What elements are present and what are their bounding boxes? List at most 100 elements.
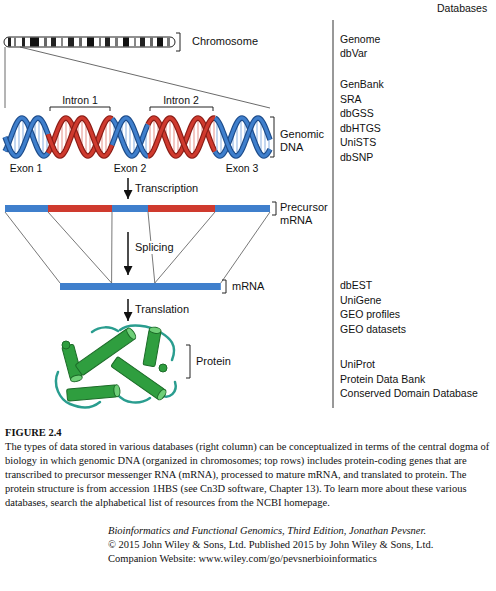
cylinder-body xyxy=(75,328,135,375)
chromosome-band xyxy=(115,38,118,47)
chromosome-band xyxy=(68,38,74,47)
coil xyxy=(92,327,118,332)
chromosome-label-box: Chromosome xyxy=(2,30,262,54)
database-name: UniSTS xyxy=(340,136,376,149)
heme-ball xyxy=(62,341,70,349)
bracket xyxy=(186,345,190,378)
heme-ball xyxy=(159,364,167,372)
strand-outline xyxy=(5,118,48,156)
protein-structure xyxy=(56,326,176,408)
stage-label: Genomic DNA xyxy=(280,128,332,154)
cylinder-body xyxy=(67,385,118,401)
cylinder-body xyxy=(143,329,161,367)
chromosome-drawing xyxy=(4,37,175,47)
exon-segment xyxy=(112,205,148,212)
protein-coil xyxy=(56,326,176,408)
intron-segment xyxy=(148,205,215,212)
cylinder-cap xyxy=(125,327,137,341)
intron-bracket xyxy=(150,107,213,111)
database-name: Conserved Domain Database xyxy=(340,387,478,400)
credit-line: Bioinformatics and Functional Genomics, … xyxy=(108,524,426,538)
strand-outline xyxy=(112,119,148,156)
credit-line: © 2015 John Wiley & Sons, Ltd. Published… xyxy=(108,538,433,552)
stage-label: Protein xyxy=(196,355,231,368)
dna-strand xyxy=(5,118,48,156)
splice-line xyxy=(221,212,270,283)
database-name: GEO datasets xyxy=(340,323,406,336)
splice-lines xyxy=(5,212,270,283)
strand-outline xyxy=(48,118,112,156)
cylinder-cap xyxy=(113,385,120,397)
chromosome-band xyxy=(8,38,11,47)
mrna-bar xyxy=(60,283,221,290)
zoom-line xyxy=(20,47,270,108)
database-name: UniGene xyxy=(340,294,381,307)
database-name: dbHTGS xyxy=(340,122,381,135)
protein-box: Protein xyxy=(45,322,245,414)
precursor-mrna-box: Precursor mRNA xyxy=(2,200,334,230)
bracket xyxy=(270,117,274,157)
splice-line xyxy=(48,212,112,283)
cylinder-body xyxy=(111,356,165,399)
chromosome-band xyxy=(30,38,39,47)
database-name: dbEST xyxy=(340,279,372,292)
bracket xyxy=(222,280,226,293)
strand-outline xyxy=(5,118,48,156)
dna-strand xyxy=(5,118,48,156)
database-name: Genome xyxy=(340,33,380,46)
zoom-line xyxy=(5,47,6,108)
chromosome-band xyxy=(134,38,136,47)
caption-text: The types of data stored in various data… xyxy=(5,441,489,508)
genomic-dna-box: Genomic DNA xyxy=(2,110,334,176)
exon-label: Exon 2 xyxy=(114,162,147,175)
database-name: dbSNP xyxy=(340,151,373,164)
chromosome-band xyxy=(51,38,56,47)
database-name: GenBank xyxy=(340,78,384,91)
chromosome-band xyxy=(87,38,94,47)
process-arrow xyxy=(127,178,129,199)
column-divider xyxy=(333,20,334,408)
chromosome-band xyxy=(79,38,82,47)
chromosome-band xyxy=(140,38,145,47)
caption-block: FIGURE 2.4The types of data stored in va… xyxy=(5,426,491,510)
chromosome-band xyxy=(167,38,170,47)
helix-cylinder xyxy=(75,327,137,376)
dna-strand xyxy=(148,118,215,156)
strand-outline xyxy=(215,118,270,156)
intron-label: Intron 1 xyxy=(62,94,98,107)
credit-line: Companion Website: www.wiley.com/go/pevs… xyxy=(108,552,377,566)
chromosome-band xyxy=(99,38,101,47)
intron-bracket xyxy=(50,107,110,111)
strand-outline xyxy=(112,118,148,156)
process-label: Transcription xyxy=(133,182,200,195)
chromosome-band xyxy=(157,38,163,47)
helix-cylinder xyxy=(111,356,168,401)
stage-label: Chromosome xyxy=(192,35,258,48)
cylinder-cap xyxy=(156,388,168,401)
precursor-mrna-bar xyxy=(5,205,270,212)
chromosome-band xyxy=(22,38,25,47)
chromosome-band xyxy=(44,38,47,47)
process-label: Translation xyxy=(133,303,191,316)
column-heading: Databases xyxy=(437,2,487,15)
stage-label: Precursor mRNA xyxy=(280,201,332,227)
cylinder-cap xyxy=(149,326,162,334)
database-name: GEO profiles xyxy=(340,308,400,321)
process-label: Splicing xyxy=(133,241,176,254)
bracket xyxy=(176,33,180,51)
base-pair xyxy=(149,121,150,155)
chromosome-band xyxy=(150,38,153,47)
bracket xyxy=(272,202,276,215)
dna-strand xyxy=(48,118,112,156)
database-name: Protein Data Bank xyxy=(340,373,425,386)
dna-strand xyxy=(215,118,270,156)
helix-cylinder xyxy=(143,326,162,366)
exon-label: Exon 3 xyxy=(226,162,259,175)
mrna-box: mRNA xyxy=(55,276,268,297)
database-name: dbVar xyxy=(340,47,367,60)
database-name: dbGSS xyxy=(340,107,374,120)
cylinder-cap xyxy=(70,374,83,383)
chromosome-body xyxy=(4,37,175,47)
dna-strand xyxy=(112,119,148,156)
